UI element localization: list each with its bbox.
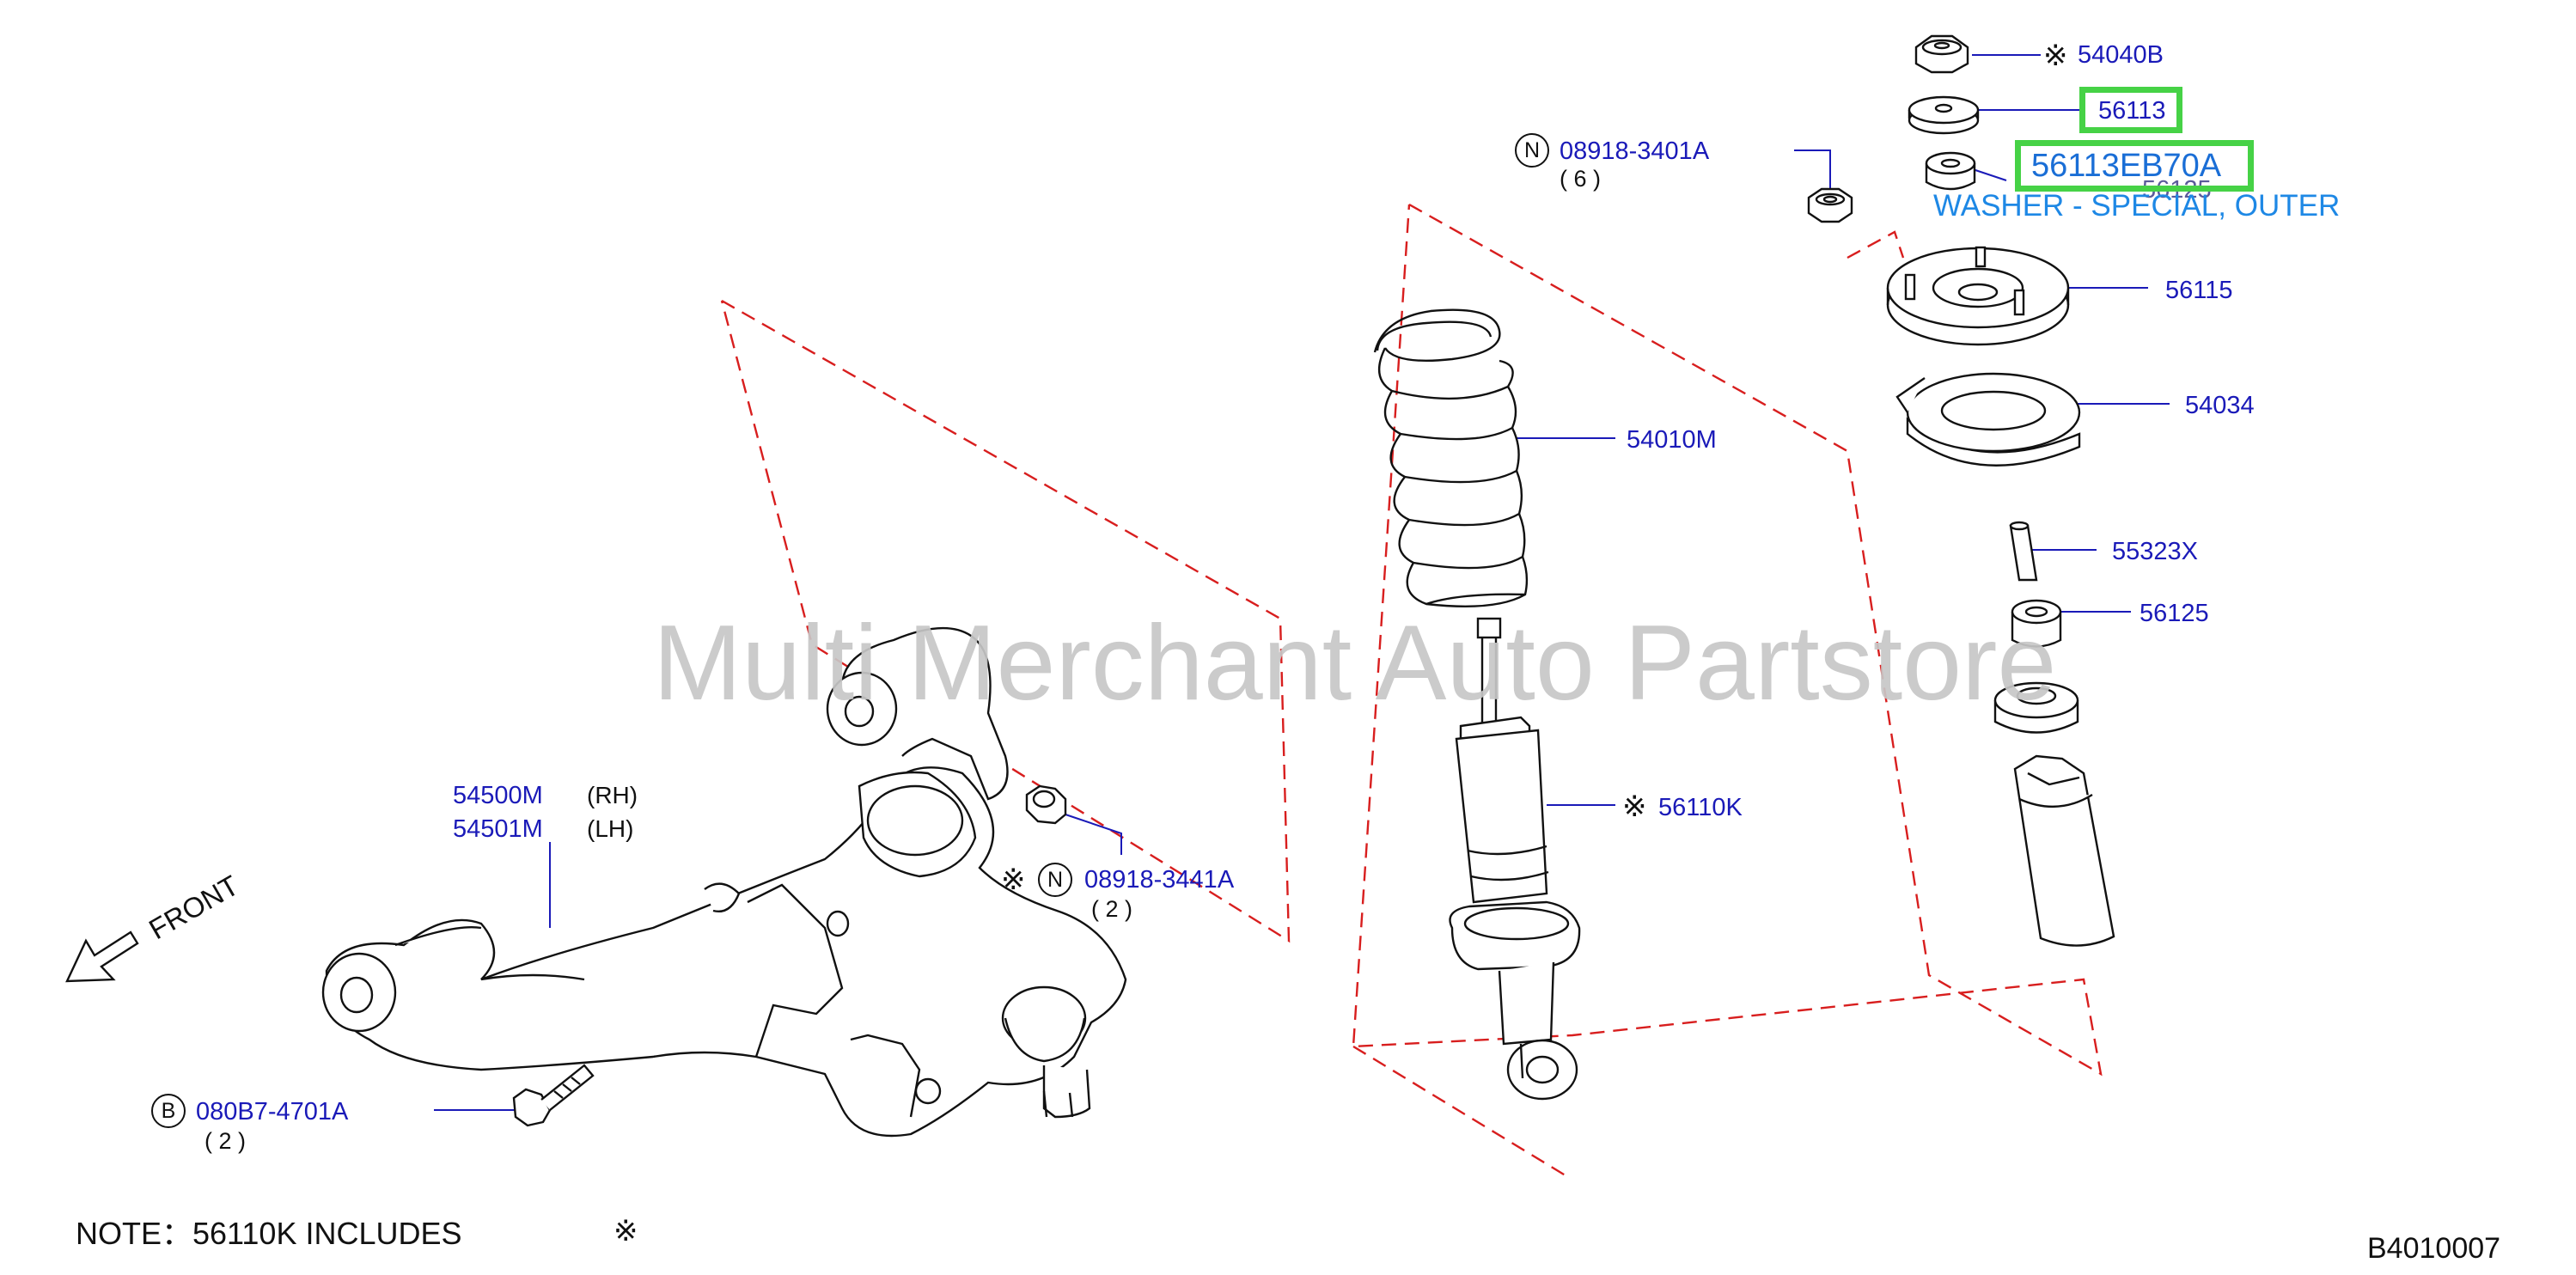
highlight-box-part-number xyxy=(2015,140,2254,192)
spring-seat-54034 xyxy=(1895,372,2081,467)
circle-b-marker: B xyxy=(151,1094,186,1128)
bushing-56125-upper xyxy=(1925,151,1976,191)
strut-mount-56115 xyxy=(1886,246,2070,346)
part-label-55323X[interactable]: 55323X xyxy=(2112,538,2198,565)
highlight-box-56113 xyxy=(2079,87,2182,133)
part-label-56125-lower[interactable]: 56125 xyxy=(2140,600,2209,627)
asterisk-marker: ※ xyxy=(613,1214,638,1248)
asterisk-marker: ※ xyxy=(2043,39,2068,73)
quantity-08918-3441A: ( 2 ) xyxy=(1091,896,1133,922)
coil-spring-54010M xyxy=(1373,308,1529,607)
assembly-dashed-outlines xyxy=(720,203,2103,1179)
footnote: NOTE：56110K INCLUDES xyxy=(76,1216,462,1251)
strut-dashed-outline xyxy=(1352,203,2103,1077)
part-label-56115[interactable]: 56115 xyxy=(2165,277,2233,304)
bushing-56125-lower xyxy=(2011,599,2062,648)
circle-n-marker: N xyxy=(1038,863,1072,897)
washer-56113 xyxy=(1908,95,1980,135)
part-label-080B7-4701A[interactable]: 080B7-4701A xyxy=(196,1098,349,1126)
part-label-56113[interactable]: 56113 xyxy=(2098,97,2166,125)
side-label-rh: (RH) xyxy=(587,782,638,808)
part-label-54034[interactable]: 54034 xyxy=(2185,392,2255,419)
part-label-08918-3441A[interactable]: 08918-3441A xyxy=(1084,866,1235,894)
front-arrow xyxy=(65,930,139,983)
watermark: Multi Merchant Auto Partstore xyxy=(653,604,2057,723)
nut-dashed-link xyxy=(1847,230,1905,259)
part-label-54010M[interactable]: 54010M xyxy=(1627,426,1717,454)
shock-absorber-56110K xyxy=(1449,617,1581,1101)
lower-arm-dashed-outline xyxy=(720,299,1291,943)
nut-08918-3401A xyxy=(1807,187,1853,223)
strut-lower-dashed-outline xyxy=(1352,1045,1569,1179)
pin-55323X xyxy=(2009,521,2038,582)
part-label-54040B[interactable]: 54040B xyxy=(2078,41,2164,69)
bound-bumper-cup xyxy=(1993,681,2079,734)
part-label-56110K[interactable]: 56110K xyxy=(1658,794,1743,821)
asterisk-marker: ※ xyxy=(1001,863,1026,897)
bolt-080B7-4701A xyxy=(512,1064,595,1127)
nut-08918-3441A xyxy=(1025,784,1067,825)
side-label-lh: (LH) xyxy=(587,815,634,842)
part-label-08918-3401A[interactable]: 08918-3401A xyxy=(1560,137,1710,165)
diagram-code: B4010007 xyxy=(2367,1232,2501,1265)
part-label-54501M[interactable]: 54501M xyxy=(453,815,543,843)
circle-n-marker: N xyxy=(1515,133,1549,168)
dust-boot xyxy=(2013,754,2115,947)
flange-nut-54040B xyxy=(1914,34,1969,74)
quantity-080B7-4701A: ( 2 ) xyxy=(204,1128,247,1154)
asterisk-marker: ※ xyxy=(1622,790,1647,824)
lower-control-arm xyxy=(321,627,1127,1138)
part-label-54500M[interactable]: 54500M xyxy=(453,782,543,809)
highlighted-part-number[interactable]: 56113EB70A xyxy=(2031,148,2222,184)
quantity-08918-3401A: ( 6 ) xyxy=(1560,166,1602,192)
highlighted-part-description: WASHER - SPECIAL, OUTER xyxy=(1933,189,2341,223)
